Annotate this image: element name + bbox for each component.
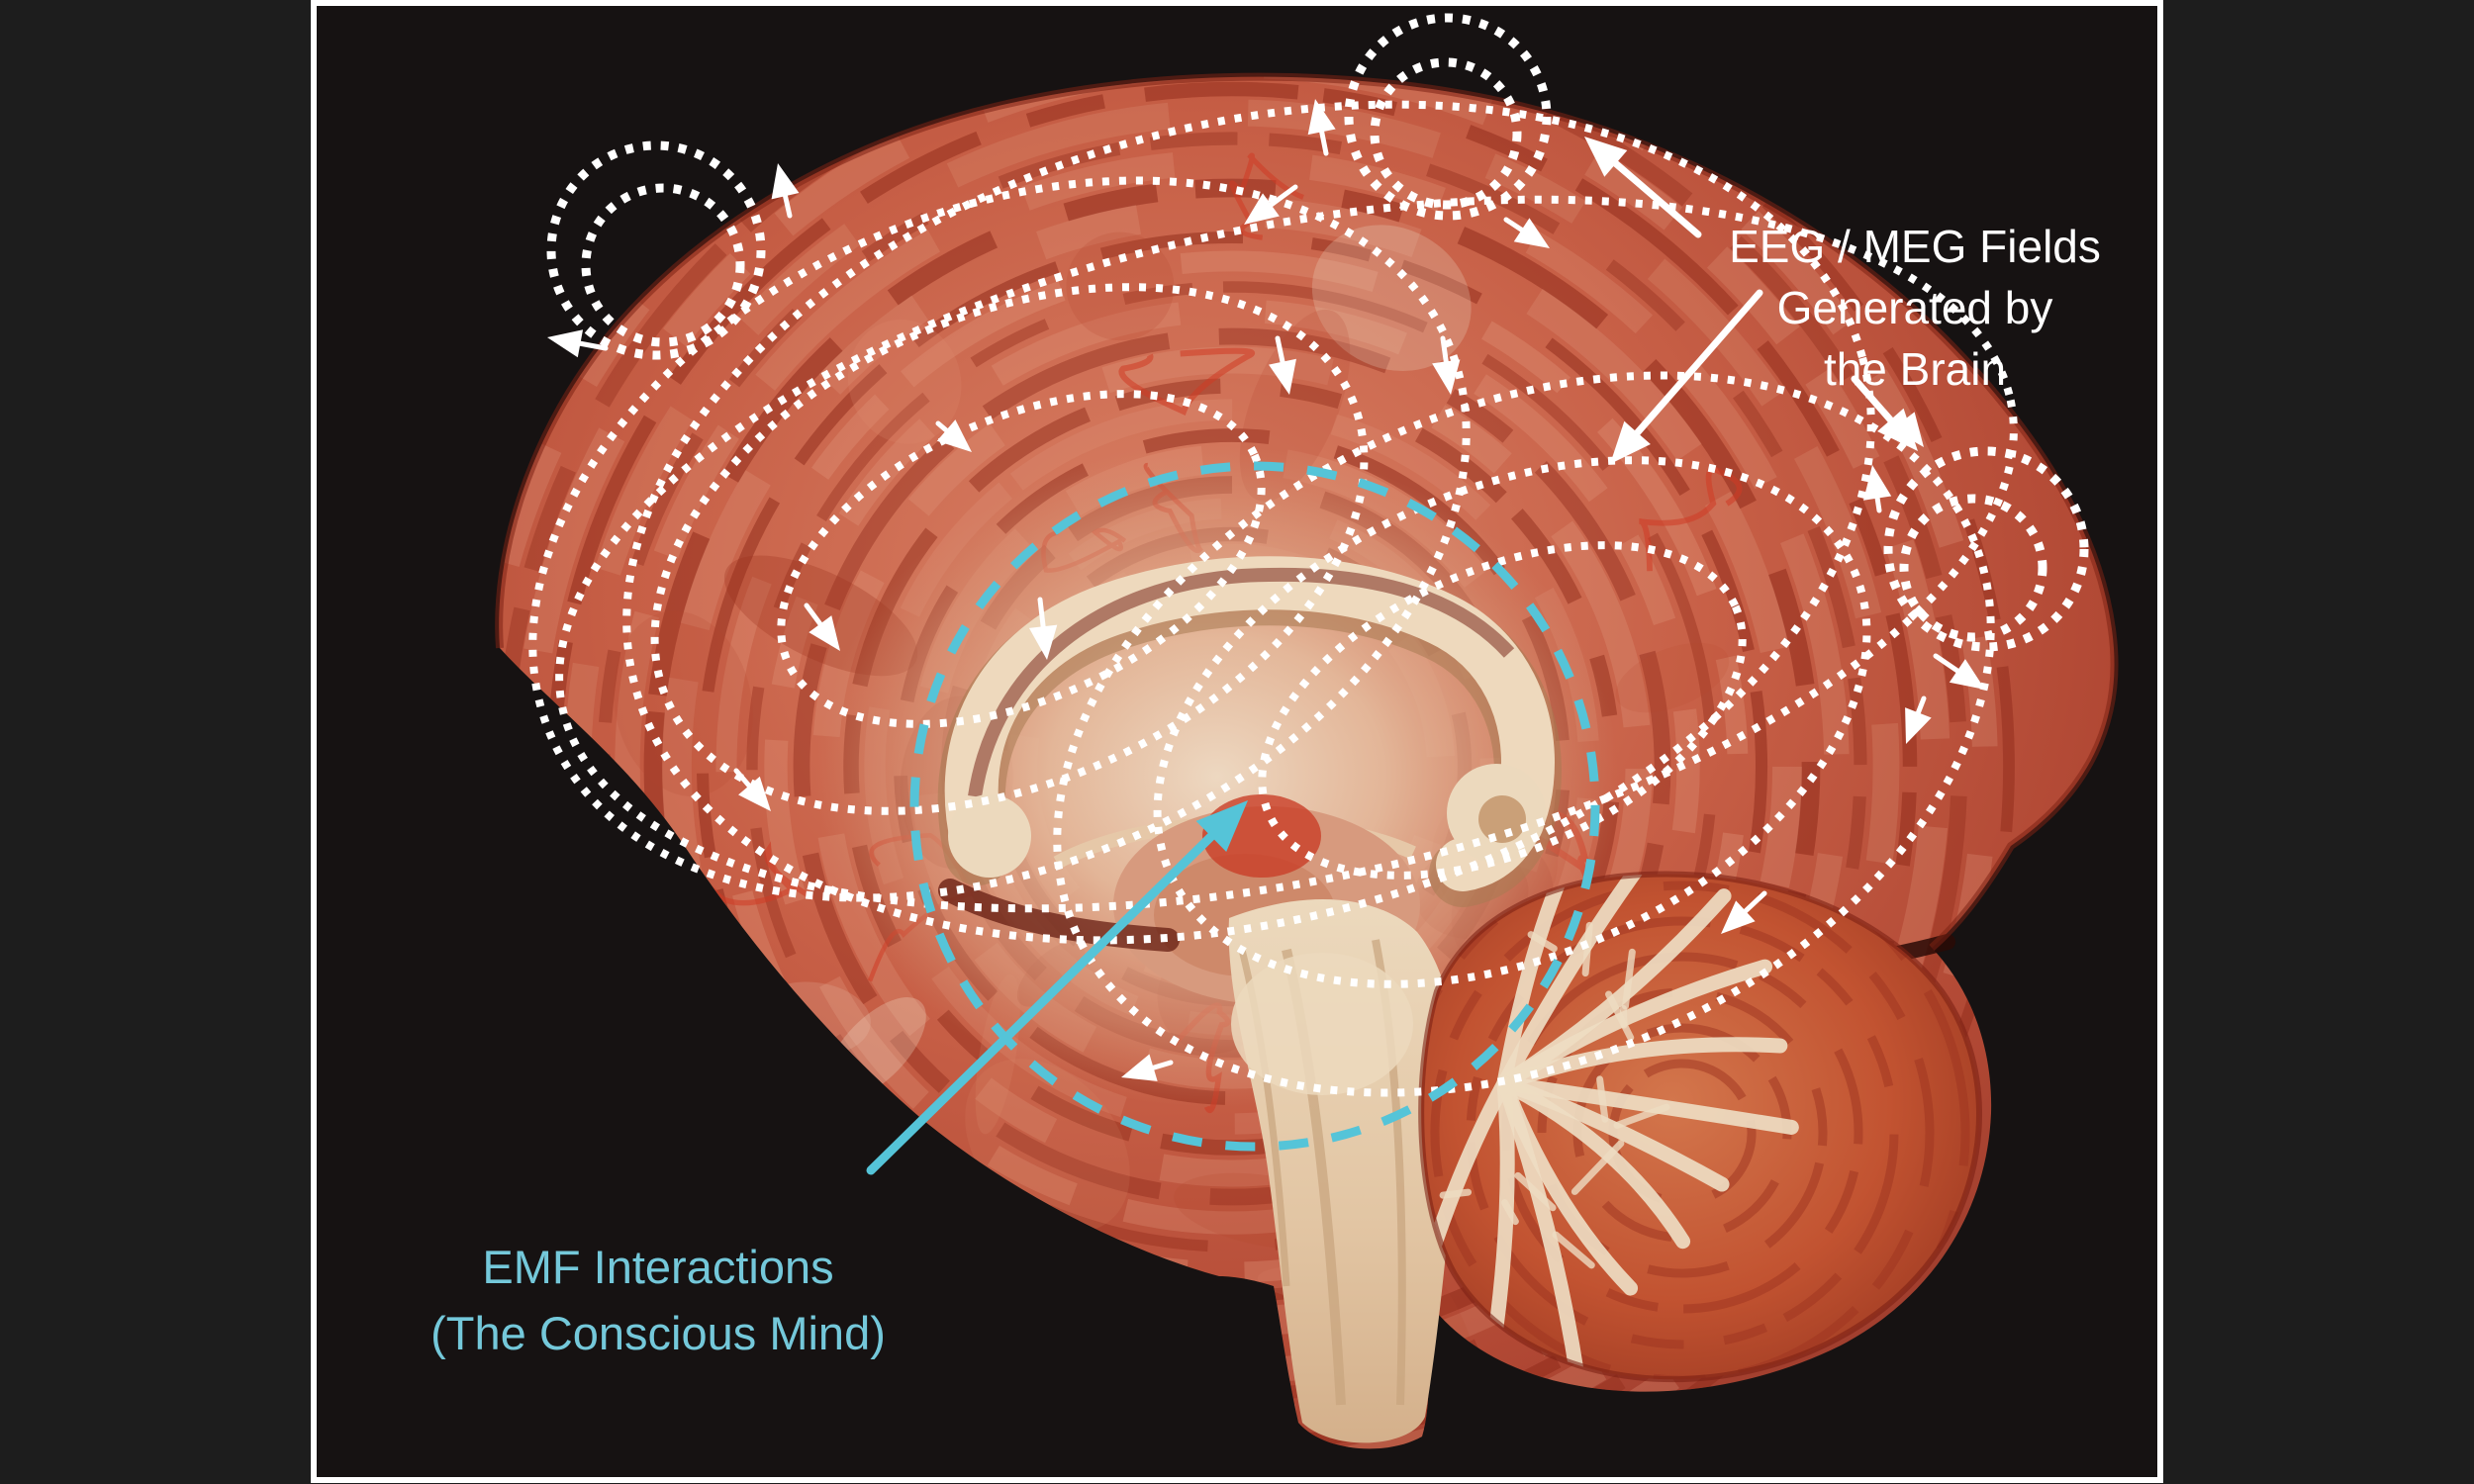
eeg-label-arrow-to-top-loop bbox=[1584, 137, 1702, 238]
blood-vessel bbox=[1639, 466, 1743, 572]
field-direction-arrow bbox=[1862, 465, 1892, 513]
arbor-vitae-branch bbox=[1496, 1075, 1799, 1135]
emf-label: EMF Interactions (The Conscious Mind) bbox=[386, 1235, 930, 1366]
field-direction-arrow bbox=[1432, 335, 1461, 395]
field-exit-loop bbox=[581, 183, 745, 347]
emf-label-line1: EMF Interactions bbox=[482, 1241, 834, 1293]
field-direction-arrow bbox=[733, 768, 771, 811]
arbor-vitae-twig bbox=[1596, 1075, 1609, 1123]
field-direction-arrow bbox=[1269, 335, 1296, 395]
emf-label-line2: (The Conscious Mind) bbox=[430, 1306, 886, 1359]
pons bbox=[1231, 953, 1413, 1095]
field-line-ellipse bbox=[528, 176, 1471, 902]
tissue-blotch bbox=[628, 1054, 732, 1204]
gyrus-arc bbox=[764, 299, 1700, 1235]
tissue-blotch bbox=[716, 1052, 791, 1132]
field-direction-arrow bbox=[1905, 696, 1932, 744]
eeg-meg-label-line1: EEG / MEG Fields bbox=[1729, 221, 2101, 272]
field-exit-loop bbox=[546, 140, 766, 360]
tissue-blotch bbox=[548, 989, 655, 1100]
tissue-blotch bbox=[1311, 225, 1472, 372]
cerebellum-outline bbox=[1418, 871, 1982, 1383]
field-line-ellipse bbox=[777, 390, 1266, 728]
tissue-blotch bbox=[847, 319, 962, 444]
subcallosal-fold bbox=[938, 879, 1180, 952]
emf-label-arrow bbox=[866, 800, 1248, 1175]
field-direction-arrow bbox=[547, 329, 609, 358]
field-direction-arrow bbox=[1028, 597, 1058, 660]
tissue-blotch bbox=[613, 610, 753, 796]
arbor-vitae-twig bbox=[1621, 948, 1636, 1010]
field-exit-loop bbox=[1883, 446, 2089, 652]
field-exit-loop bbox=[1344, 13, 1552, 221]
field-direction-arrow bbox=[771, 163, 800, 219]
eeg-meg-label-line3: the Brain bbox=[1823, 343, 2007, 396]
arbor-vitae-twig bbox=[1552, 1231, 1595, 1269]
arbor-vitae-branch bbox=[1421, 1075, 1512, 1367]
field-direction-arrow bbox=[1721, 890, 1767, 934]
cerebellar-folia bbox=[1501, 952, 1863, 1314]
eeg-meg-label: EEG / MEG Fields Generated by the Brain bbox=[1663, 216, 2167, 400]
field-direction-arrow bbox=[804, 603, 840, 651]
arbor-vitae-branch bbox=[1496, 1075, 1585, 1380]
gyrus-arc bbox=[811, 346, 1653, 1187]
blood-vessel bbox=[1118, 347, 1256, 416]
gyrus-arc bbox=[615, 149, 1850, 1384]
field-line-ellipse bbox=[622, 100, 1875, 945]
field-direction-arrow bbox=[1307, 99, 1336, 156]
field-direction-arrow bbox=[1503, 217, 1550, 248]
field-exit-loop bbox=[1370, 57, 1522, 210]
field-line-ellipse bbox=[555, 195, 2018, 913]
arbor-vitae-twig bbox=[1500, 1199, 1519, 1226]
arbor-vitae-twig bbox=[1581, 921, 1593, 977]
splenium-core bbox=[1478, 795, 1526, 843]
field-direction-arrow bbox=[1121, 1054, 1174, 1081]
genu bbox=[948, 794, 1031, 878]
field-line-ellipse bbox=[650, 283, 1369, 815]
emf-boundary-circle bbox=[909, 461, 1600, 1152]
field-exit-loop bbox=[1899, 494, 2047, 642]
eeg-meg-label-line2: Generated by bbox=[1776, 282, 2053, 334]
field-direction-arrow bbox=[1933, 653, 1985, 690]
arbor-vitae-twig bbox=[1570, 1140, 1625, 1195]
field-line-ellipse bbox=[1258, 541, 1747, 880]
arbor-vitae-twig bbox=[1605, 990, 1635, 1042]
arbor-vitae-branch bbox=[1496, 874, 1587, 1091]
cerebellar-folia bbox=[1421, 874, 1970, 1380]
tissue-blotch bbox=[1615, 642, 1730, 713]
field-direction-arrow bbox=[935, 419, 972, 452]
arbor-vitae-branch bbox=[1496, 959, 1773, 1091]
tissue-blotch bbox=[1066, 232, 1175, 341]
field-direction-arrow bbox=[1244, 184, 1298, 225]
arbor-vitae-twig bbox=[1439, 1188, 1473, 1199]
brainstem-shading bbox=[1231, 939, 1413, 1406]
eeg-label-arrow-to-cortex bbox=[1610, 289, 1763, 464]
eeg-label-arrow-to-right-loop bbox=[1851, 375, 1918, 451]
callosal-sulcus bbox=[968, 567, 1515, 798]
arbor-vitae-twig bbox=[1613, 1103, 1670, 1129]
arbor-vitae bbox=[1421, 874, 1980, 1380]
arbor-vitae-twig bbox=[1527, 931, 1558, 953]
